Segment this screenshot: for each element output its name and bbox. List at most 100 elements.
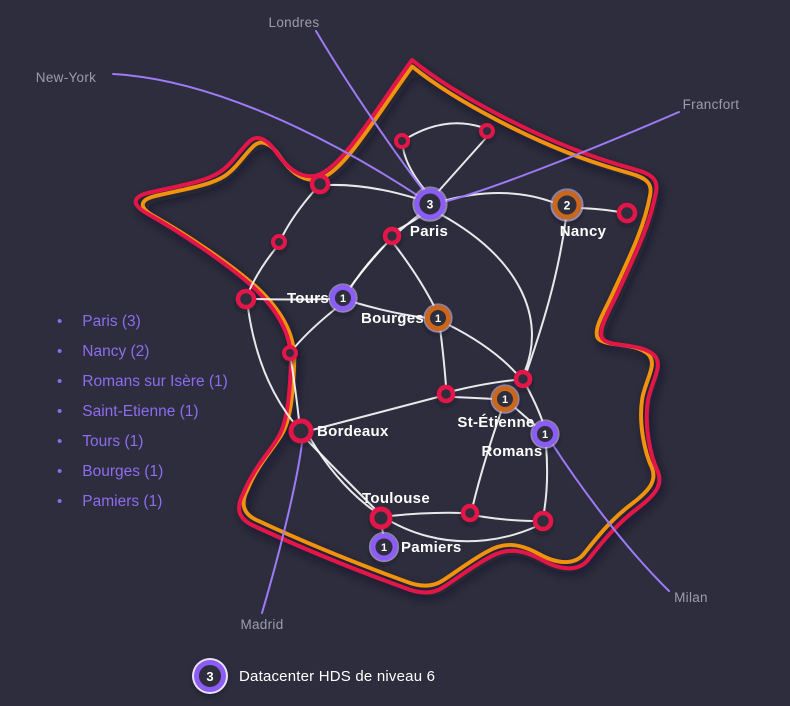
city-node: [479, 123, 495, 139]
external-city-label-milan: Milan: [674, 590, 708, 605]
external-city-labels: Londres New-York Francfort Milan Madrid: [36, 15, 739, 632]
badge-count: 1: [435, 313, 441, 325]
city-label-toulouse: Toulouse: [362, 490, 430, 507]
city-node: [235, 288, 257, 310]
network-link: [248, 247, 277, 292]
badge-count: 2: [564, 199, 571, 213]
city-label-pamiers: Pamiers: [401, 539, 461, 556]
network-link: [352, 301, 428, 319]
external-link-francfort: [442, 111, 680, 203]
network-links: [247, 122, 620, 543]
legend-badge-count: 3: [206, 668, 214, 684]
list-item-bourges: Bourges (1): [57, 457, 228, 487]
external-city-label-new-york: New-York: [36, 70, 96, 85]
datacenter-badge-nancy: 2: [550, 188, 584, 222]
city-node: [382, 226, 402, 246]
network-link: [435, 137, 487, 195]
list-item-label: Bourges (1): [82, 463, 164, 480]
city-node: [394, 133, 410, 149]
badge-count: 3: [427, 198, 434, 212]
external-city-label-londres: Londres: [269, 15, 320, 30]
external-links: [112, 30, 680, 614]
network-link: [543, 444, 549, 513]
city-node: [532, 510, 554, 532]
badge-halo: [550, 188, 584, 222]
city-node: [282, 345, 298, 361]
network-link: [446, 323, 517, 374]
list-item-label: Paris (3): [82, 313, 141, 330]
network-link: [311, 396, 439, 431]
network-link: [472, 408, 503, 506]
list-item-tours: Tours (1): [57, 427, 228, 457]
network-link: [306, 439, 376, 510]
badge-ring: [425, 305, 451, 331]
list-item-nancy: Nancy (2): [57, 337, 228, 367]
network-link: [293, 305, 340, 349]
city-labels: Paris Nancy Tours Bourges St-Étienne Rom…: [287, 223, 607, 556]
city-node: [309, 173, 331, 195]
badge-ring: [552, 190, 582, 220]
city-label-tours: Tours: [287, 290, 329, 307]
external-city-label-madrid: Madrid: [240, 617, 283, 632]
city-label-romans: Romans: [482, 443, 543, 460]
network-link: [309, 437, 536, 543]
badge-ring: [492, 386, 518, 412]
list-item-label: Saint-Etienne (1): [82, 403, 199, 420]
badge-ring: [532, 421, 558, 447]
network-link: [328, 183, 419, 200]
network-link: [408, 122, 482, 138]
external-link-madrid: [261, 442, 303, 614]
city-label-paris: Paris: [410, 223, 448, 240]
city-node: [271, 234, 287, 250]
list-item-pamiers: Pamiers (1): [57, 487, 228, 517]
network-link: [452, 396, 495, 400]
city-label-st-etienne: St-Étienne: [457, 414, 534, 431]
network-link: [348, 212, 422, 291]
datacenter-badge-icon: 3: [194, 660, 226, 692]
datacenter-badge-tours: 1: [328, 283, 358, 313]
badge-ring: [370, 533, 398, 561]
list-item-label: Tours (1): [82, 433, 144, 450]
list-item-label: Romans sur Isère (1): [82, 373, 228, 390]
badge-halo: [368, 531, 400, 563]
badge-halo: [412, 186, 448, 222]
city-node: [616, 202, 638, 224]
list-item-saint-etienne: Saint-Etienne (1): [57, 397, 228, 427]
datacenter-badge-paris: 3: [412, 186, 448, 222]
city-nodes: [235, 123, 638, 532]
legend-label: Datacenter HDS de niveau 6: [239, 667, 436, 685]
network-link: [389, 511, 463, 517]
external-link-new-york: [112, 73, 424, 200]
network-link: [254, 298, 334, 301]
network-link: [452, 379, 516, 392]
datacenter-badges: 3 2 1 1 1: [328, 186, 584, 563]
network-link: [290, 359, 300, 421]
badge-count: 1: [381, 542, 387, 554]
network-link: [247, 307, 295, 424]
badge-halo: [328, 283, 358, 313]
external-link-milan: [550, 441, 670, 592]
external-link-londres: [315, 30, 428, 196]
badge-ring: [330, 285, 356, 311]
city-label-bourges: Bourges: [361, 310, 424, 327]
city-label-bordeaux: Bordeaux: [317, 423, 389, 440]
network-link: [393, 243, 436, 309]
legend: 3 Datacenter HDS de niveau 6: [194, 660, 435, 692]
badge-count: 1: [340, 293, 346, 305]
list-item-romans: Romans sur Isère (1): [57, 367, 228, 397]
badge-count: 1: [542, 429, 548, 441]
network-link: [578, 207, 620, 213]
network-link: [477, 515, 535, 522]
network-link: [439, 213, 533, 372]
city-node: [513, 369, 533, 389]
badge-count: 1: [502, 394, 508, 406]
datacenter-badge-bourges: 1: [423, 303, 453, 333]
datacenter-badge-st-etienne: 1: [490, 384, 520, 414]
city-node-toulouse: [369, 506, 393, 530]
badge-ring: [414, 188, 446, 220]
city-label-nancy: Nancy: [560, 223, 607, 240]
network-link: [439, 327, 447, 387]
list-item-label: Nancy (2): [82, 343, 150, 360]
